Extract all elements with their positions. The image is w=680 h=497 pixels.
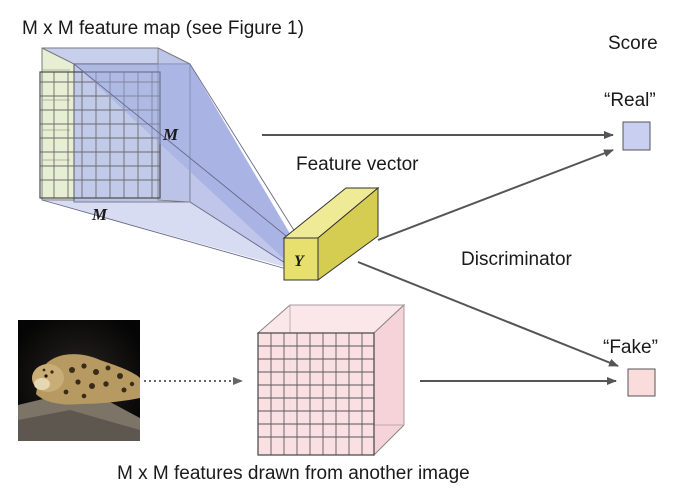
feature-vector-front-face: [283, 237, 319, 281]
fake-score-box: [627, 368, 656, 397]
score-label: Score: [608, 33, 658, 54]
feature-map-title: M x M feature map (see Figure 1): [22, 18, 304, 39]
bottom-caption: M x M features drawn from another image: [117, 463, 470, 484]
arrow-vector-to-fake: [357, 261, 619, 367]
real-label: “Real”: [604, 90, 656, 111]
discriminator-label: Discriminator: [461, 249, 573, 270]
arrow-vector-to-real: [377, 149, 614, 241]
feature-map-grid-outline: [39, 71, 161, 199]
leopard-photo: [18, 320, 140, 441]
feature-vector-label: Feature vector: [296, 154, 419, 175]
m-dimension-bottom: M: [91, 205, 108, 224]
real-score-box: [622, 121, 651, 151]
projection-fan: [41, 63, 301, 271]
feature-vector-prism: Y: [282, 186, 380, 281]
features-front-face: [257, 332, 375, 456]
other-image-features-cube: [256, 303, 406, 457]
feature-map-cube: [39, 47, 191, 203]
fake-label: “Fake”: [603, 337, 658, 358]
feature-map-back-grid: [42, 69, 70, 161]
leopard-body: [36, 354, 140, 405]
features-front-grid: [258, 333, 374, 455]
m-dimension-right: M: [162, 125, 179, 144]
leopard-spots: [42, 363, 135, 399]
y-label: Y: [294, 253, 305, 270]
